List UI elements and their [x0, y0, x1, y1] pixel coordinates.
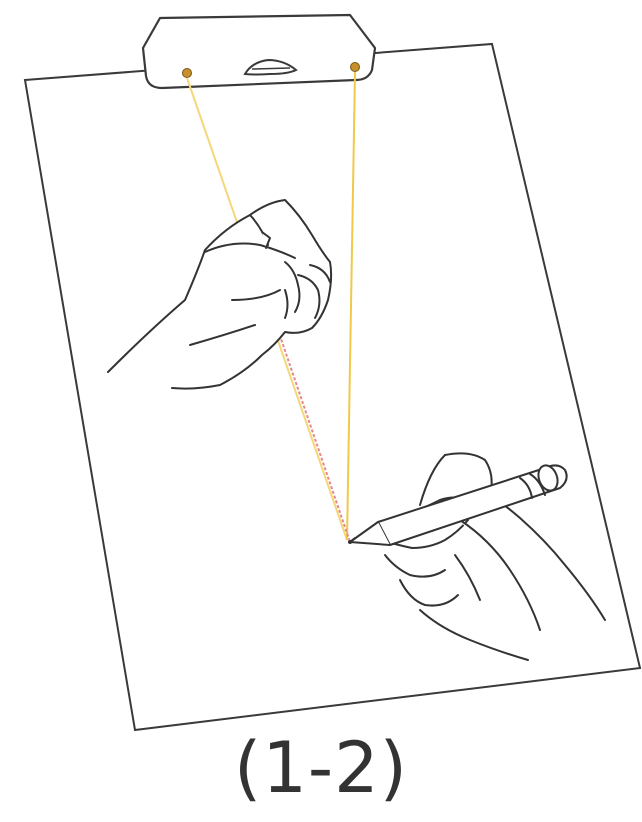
clip-device — [143, 15, 375, 88]
left-sensor-dot — [183, 69, 192, 78]
right-sensor-dot — [351, 63, 360, 72]
figure-caption: (1-2) — [0, 728, 642, 808]
pen-tip-point — [348, 540, 352, 544]
paper-sheet — [25, 44, 640, 730]
